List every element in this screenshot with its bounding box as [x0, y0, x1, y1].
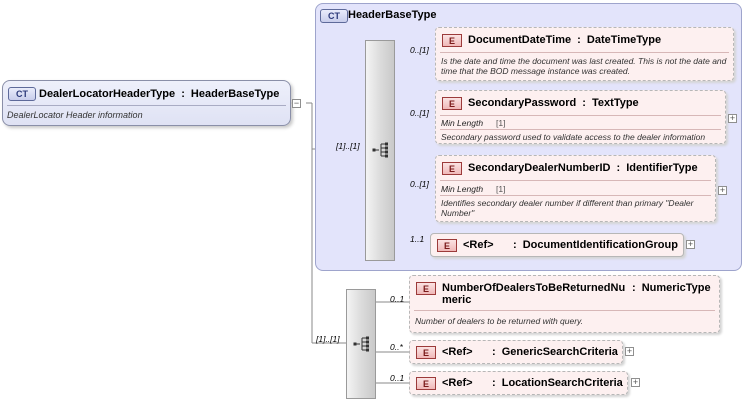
element-badge: E	[416, 346, 436, 359]
element-cardinality: 0..[1]	[410, 179, 429, 189]
element-badge: E	[437, 239, 457, 252]
element-title: : DocumentIdentificationGroup	[513, 239, 678, 251]
expand-icon[interactable]: +	[631, 377, 640, 387]
element-name-line1: NumberOfDealersToBeReturnedNu	[442, 282, 626, 294]
element-cardinality: 0..[1]	[410, 45, 429, 55]
complex-type-badge: CT	[8, 87, 36, 101]
element-number-of-dealers[interactable]: E NumberOfDealersToBeReturnedNu meric : …	[409, 275, 720, 333]
element-ref: <Ref>	[442, 377, 473, 389]
sequence-compositor-2[interactable]	[346, 289, 376, 399]
element-title: : LocationSearchCriteria	[492, 377, 623, 389]
sequence-cardinality: [1]..[1]	[336, 141, 360, 151]
element-title: : GenericSearchCriteria	[492, 346, 618, 358]
element-type: NumericType	[641, 282, 711, 294]
element-separator: :	[632, 282, 636, 294]
element-cardinality: 0..*	[390, 342, 403, 352]
element-name: SecondaryDealerNumberID	[468, 162, 611, 174]
expand-icon[interactable]: +	[718, 185, 727, 195]
sequence-compositor[interactable]	[365, 40, 395, 261]
element-name: NumberOfDealersToBeReturnedNu meric	[442, 282, 625, 306]
element-separator: :	[492, 377, 496, 389]
root-divider	[7, 105, 286, 106]
sequence-cardinality: [1]..[1]	[316, 334, 340, 344]
element-separator: :	[577, 34, 581, 46]
element-divider	[440, 115, 721, 116]
element-divider	[440, 52, 729, 53]
element-type: GenericSearchCriteria	[501, 346, 618, 358]
root-documentation: DealerLocator Header information	[7, 110, 143, 120]
sequence-icon	[353, 336, 369, 352]
element-documentation: Number of dealers to be returned with qu…	[415, 316, 584, 326]
element-cardinality: 0..1	[390, 294, 405, 304]
element-badge: E	[442, 97, 462, 110]
element-separator: :	[582, 97, 586, 109]
expand-icon[interactable]: +	[625, 346, 634, 356]
element-badge: E	[416, 377, 436, 390]
element-cardinality: 1..1	[410, 234, 425, 244]
element-divider	[414, 310, 715, 311]
element-badge: E	[416, 282, 436, 295]
element-documentation: Is the date and time the document was la…	[441, 56, 727, 76]
element-type: DocumentIdentificationGroup	[522, 239, 678, 251]
root-base-type: HeaderBaseType	[190, 88, 280, 100]
root-complex-type[interactable]: CT DealerLocatorHeaderType : HeaderBaseT…	[2, 80, 291, 126]
root-type-separator: :	[181, 88, 185, 100]
expand-icon[interactable]: +	[728, 113, 737, 123]
element-cardinality: 0..[1]	[410, 108, 429, 118]
element-cardinality: 0..1	[390, 373, 405, 383]
element-title: DocumentDateTime : DateTimeType	[468, 34, 661, 46]
element-documentation: Identifies secondary dealer number if di…	[441, 198, 694, 218]
element-type: DateTimeType	[586, 34, 662, 46]
element-divider	[440, 129, 721, 130]
element-separator: :	[513, 239, 517, 251]
element-location-search-criteria[interactable]: E <Ref> : LocationSearchCriteria	[409, 371, 628, 395]
facet-label: Min Length	[441, 118, 484, 128]
element-document-date-time[interactable]: E DocumentDateTime : DateTimeType Is the…	[435, 27, 734, 81]
facet-value: [1]	[496, 184, 506, 194]
element-type: IdentifierType	[626, 162, 698, 174]
sequence-icon	[372, 142, 388, 158]
facet-label: Min Length	[441, 184, 484, 194]
element-badge: E	[442, 34, 462, 47]
element-name: DocumentDateTime	[468, 34, 572, 46]
element-separator: :	[616, 162, 621, 174]
collapse-icon[interactable]: −	[292, 98, 301, 108]
element-name-line2: meric	[442, 294, 472, 306]
element-title: SecondaryDealerNumberID : IdentifierType	[468, 162, 698, 174]
element-secondary-password[interactable]: E SecondaryPassword : TextType Min Lengt…	[435, 90, 726, 144]
element-type: TextType	[592, 97, 639, 109]
extension-badge: CT	[320, 9, 348, 23]
facet-value: [1]	[496, 118, 506, 128]
element-name: SecondaryPassword	[468, 97, 577, 109]
element-title: : NumericType	[632, 282, 711, 294]
element-ref: <Ref>	[463, 239, 494, 251]
element-generic-search-criteria[interactable]: E <Ref> : GenericSearchCriteria	[409, 340, 623, 364]
element-badge: E	[442, 162, 462, 175]
element-divider	[440, 180, 711, 181]
element-ref: <Ref>	[442, 346, 473, 358]
element-document-identification-group[interactable]: E <Ref> : DocumentIdentificationGroup	[430, 233, 684, 257]
element-separator: :	[492, 346, 496, 358]
root-type-name: DealerLocatorHeaderType	[39, 88, 176, 100]
expand-icon[interactable]: +	[686, 239, 695, 249]
root-type-title: DealerLocatorHeaderType : HeaderBaseType	[39, 88, 279, 100]
element-documentation: Secondary password used to validate acce…	[441, 132, 706, 142]
element-secondary-dealer-number-id[interactable]: E SecondaryDealerNumberID : IdentifierTy…	[435, 155, 716, 222]
element-title: SecondaryPassword : TextType	[468, 97, 639, 109]
element-type: LocationSearchCriteria	[501, 377, 623, 389]
extension-title: HeaderBaseType	[348, 9, 437, 21]
element-divider	[440, 195, 711, 196]
